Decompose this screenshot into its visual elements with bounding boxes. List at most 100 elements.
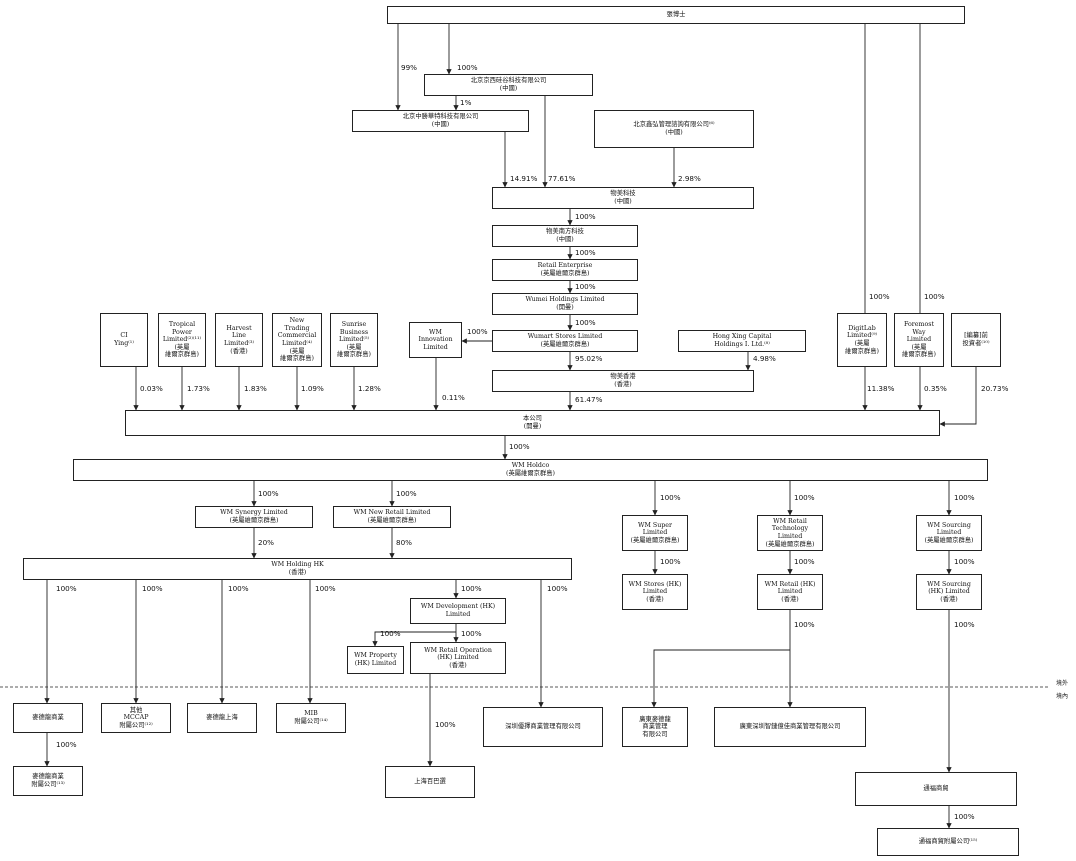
entity-wm-development-hk: WM Development (HK) Limited [410, 598, 506, 624]
entity-wumei-south: 物美南方科技 (中國) [492, 225, 638, 247]
entity-wm-sourcing: WM Sourcing Limited (英屬維爾京群島) [916, 515, 982, 551]
entity-wm-holdco: WM Holdco (英屬維爾京群島) [73, 459, 988, 481]
pct-retail-hold: 100% [575, 282, 596, 291]
entity-foremost: Foremost Way Limited (英屬 維爾京群島) [894, 313, 944, 367]
pct-wumart-hk: 95.02% [575, 354, 603, 363]
connector-45 [651, 649, 790, 708]
entity-mcd-subsidiaries: 麥德龍商業 附屬公司⁽¹³⁾ [13, 766, 83, 796]
pct-hhk-shenzhen: 100% [547, 584, 568, 593]
entity-company: 本公司 (開曼) [125, 410, 940, 436]
pct-investors: 20.73% [981, 384, 1009, 393]
pct-zhongteng-tech: 14.91% [510, 174, 538, 183]
pct-new-trading: 1.09% [301, 384, 324, 393]
pct-retailtech-retail: 100% [794, 557, 815, 566]
pct-wumart-innovation: 100% [467, 327, 488, 336]
connector-22 [939, 367, 977, 427]
pct-holdco-retailtech: 100% [794, 493, 815, 502]
entity-sh-duoduo: 上海百巴選 [385, 766, 475, 798]
label-onshore: 境內 [1056, 693, 1069, 700]
entity-wm-newretail: WM New Retail Limited (英屬維爾京群島) [333, 506, 451, 528]
pct-hhk-shanghai: 100% [228, 584, 249, 593]
entity-sunrise: Sunrise Business Limited⁽⁵⁾ (英屬 維爾京群島) [330, 313, 378, 367]
entity-mcd-business: 麥德龍商業 [13, 703, 83, 733]
entity-bj-zhongteng: 北京中勝華特科技有限公司 (中國) [352, 110, 529, 132]
entity-digitlab: DigitLab Limited⁽⁹⁾ (英屬 維爾京群島) [837, 313, 887, 367]
entity-gd-sz: 廣東深圳智鏈億佳商業管理有限公司 [714, 707, 866, 747]
label-offshore: 境外 [1056, 680, 1069, 687]
entity-wm-retail-hk: WM Retail (HK) Limited (香港) [757, 574, 823, 610]
entity-wm-super: WM Super Limited (英屬維爾京群島) [622, 515, 688, 551]
entity-hongxing: Hong Xing Capital Holdings I. Ltd.⁽⁸⁾ [678, 330, 806, 352]
pct-dian-tech: 77.61% [548, 174, 576, 183]
pct-holdco-sourcing: 100% [954, 493, 975, 502]
pct-hhk-mib: 100% [315, 584, 336, 593]
entity-bj-hongtai: 北京鑫弘管理諮詢有限公司⁽⁶⁾ (中國) [594, 110, 754, 148]
pct-zhang-foremost: 100% [924, 292, 945, 301]
pct-newretail-holdinghk: 80% [396, 538, 412, 547]
pct-innovation: 0.11% [442, 393, 465, 402]
pct-digitlab: 11.38% [867, 384, 895, 393]
entity-wumart-stores: Wumart Stores Limited (英屬維爾京群島) [492, 330, 638, 352]
connector-41 [372, 631, 456, 647]
pct-foremost: 0.35% [924, 384, 947, 393]
pct-dian-zhongteng: 1% [460, 98, 472, 107]
entity-bj-dian: 北京京西硅谷科技有限公司 (中國) [424, 74, 593, 96]
pct-hhk-mccap: 100% [142, 584, 163, 593]
pct-wumei-hk: 61.47% [575, 395, 603, 404]
pct-operation-shanghai: 100% [435, 720, 456, 729]
entity-wm-synergy: WM Synergy Limited (英屬維爾京群島) [195, 506, 313, 528]
pct-holdco-synergy: 100% [258, 489, 279, 498]
pct-tech-south: 100% [575, 212, 596, 221]
entity-wm-sourcing-hk: WM Sourcing (HK) Limited (香港) [916, 574, 982, 610]
entity-zhang: 張博士 [387, 6, 965, 24]
pct-ci-ying: 0.03% [140, 384, 163, 393]
pct-synergy-holdinghk: 20% [258, 538, 274, 547]
entity-retail-enterprise: Retail Enterprise (英屬維爾京群島) [492, 259, 638, 281]
entity-tropical: Tropical Power Limited⁽²⁾⁽¹¹⁾ (英屬 維爾京群島) [158, 313, 206, 367]
pct-super-stores: 100% [660, 557, 681, 566]
entity-wumei-holdings: Wumei Holdings Limited (開曼) [492, 293, 638, 315]
pct-zhang-zhongteng: 99% [401, 63, 417, 72]
pct-retail-gd: 100% [794, 620, 815, 629]
entity-sz-yingze: 深圳優擇商業管理有限公司 [483, 707, 603, 747]
entity-wm-holding-hk: WM Holding HK (香港) [23, 558, 572, 580]
pct-zhang-digit: 100% [869, 292, 890, 301]
pct-south-retail: 100% [575, 248, 596, 257]
entity-wm-retail-tech: WM Retail Technology Limited (英屬維爾京群島) [757, 515, 823, 551]
entity-gd-mcd: 廣東麥德龍 商業管理 有限公司 [622, 707, 688, 747]
entity-wm-retail-operation: WM Retail Operation (HK) Limited (香港) [410, 642, 506, 674]
pct-hhk-development: 100% [461, 584, 482, 593]
pct-hold-wumart: 100% [575, 318, 596, 327]
entity-wumei-tech: 物美科技 (中國) [492, 187, 754, 209]
pct-sourcing-sourcinghk: 100% [954, 557, 975, 566]
pct-sourcing-tongtai: 100% [954, 620, 975, 629]
pct-holdco-super: 100% [660, 493, 681, 502]
entity-wm-property: WM Property (HK) Limited [347, 646, 404, 674]
pct-dev-property: 100% [380, 629, 401, 638]
entity-tongtai: 通福商貿 [855, 772, 1017, 806]
entity-wm-stores-hk: WM Stores (HK) Limited (香港) [622, 574, 688, 610]
pct-hongxing-hk: 4.98% [753, 354, 776, 363]
pct-sunrise: 1.28% [358, 384, 381, 393]
entity-mib: MIB 附屬公司⁽¹⁴⁾ [276, 703, 346, 733]
entity-tongtai-subsidiaries: 通福商貿附屬公司⁽¹⁵⁾ [877, 828, 1019, 856]
pct-company-holdco: 100% [509, 442, 530, 451]
entity-mcd-shanghai: 麥德龍上海 [187, 703, 257, 733]
entity-ci-ying: CI Ying⁽¹⁾ [100, 313, 148, 367]
pct-holdco-newretail: 100% [396, 489, 417, 498]
entity-new-trading: New Trading Commercial Limited⁽⁴⁾ (英屬 維爾… [272, 313, 322, 367]
entity-harvest: Harvest Line Limited⁽³⁾ (香港) [215, 313, 263, 367]
pct-hongtai-tech: 2.98% [678, 174, 701, 183]
pct-tongtai-subsidiaries: 100% [954, 812, 975, 821]
pct-zhang-dian: 100% [457, 63, 478, 72]
pct-mcd-subsidiaries: 100% [56, 740, 77, 749]
pct-tropical: 1.73% [187, 384, 210, 393]
pct-hhk-mcd: 100% [56, 584, 77, 593]
entity-mccap: 其他 MCCAP 附屬公司⁽¹²⁾ [101, 703, 171, 733]
entity-wumei-hk: 物美香港 (香港) [492, 370, 754, 392]
entity-investors: [編纂]前 投資者⁽¹⁰⁾ [951, 313, 1001, 367]
entity-wm-innovation: WM Innovation Limited [409, 322, 462, 358]
pct-harvest: 1.83% [244, 384, 267, 393]
